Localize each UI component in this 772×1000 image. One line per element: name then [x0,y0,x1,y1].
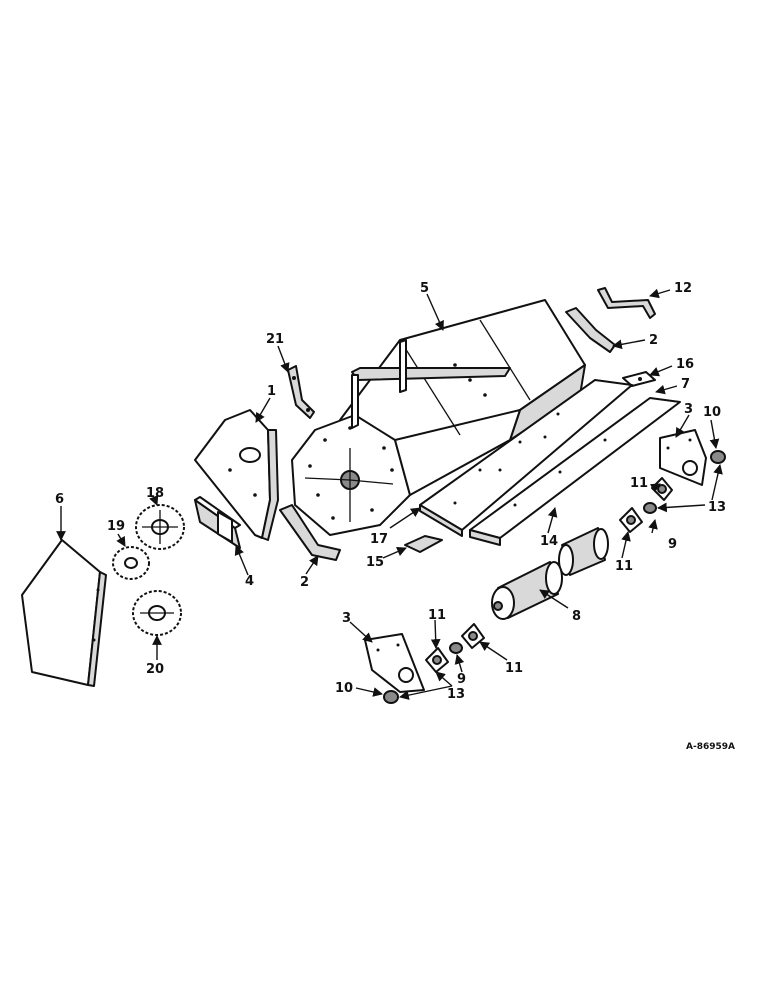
callout-13-left: 13 [447,687,465,702]
callout-21: 21 [266,332,284,347]
part-5-housing [291,299,586,536]
part-10-collar-left [383,690,399,704]
callout-18: 18 [146,486,164,501]
callout-9-right: 9 [668,537,677,552]
callout-2-left: 2 [300,575,309,590]
part-7-strip [469,397,681,546]
callout-7: 7 [681,377,690,392]
part-20-sprocket [132,590,182,636]
part-11-bearing-d [461,623,485,649]
part-1-side-plate [194,409,279,541]
part-2-left-strap [279,504,341,561]
callout-11-d: 11 [505,661,523,676]
callout-11-b: 11 [615,559,633,574]
part-19-sprocket [112,546,150,580]
part-11-bearing-b [619,507,643,533]
part-10-collar-right [710,450,726,464]
callout-1: 1 [267,384,276,399]
part-12-u-bracket [597,287,656,319]
callout-4: 4 [245,574,254,589]
part-21-strap [287,365,315,419]
part-9-bushing-left [449,642,463,654]
callout-14: 14 [540,534,558,549]
callout-8: 8 [572,609,581,624]
callout-11-c: 11 [428,608,446,623]
callout-5: 5 [420,281,429,296]
callout-10-left: 10 [335,681,353,696]
part-16-clip [622,371,656,387]
part-3-plate-left [364,633,425,693]
part-15-plate [404,535,443,553]
callout-15: 15 [366,555,384,570]
drawing-number: A-86959A [686,742,735,752]
part-9-bushing-right [643,502,657,514]
callout-3-left: 3 [342,611,351,626]
callout-3-right: 3 [684,402,693,417]
part-11-bearing-a [651,477,673,501]
callout-labels: 5 12 2 21 16 7 1 3 10 11 13 18 6 19 17 1… [55,281,726,702]
part-4-bracket [194,496,241,549]
part-8-roller-short [558,527,609,576]
part-17-panel [419,379,633,537]
callout-11-a: 11 [630,476,648,491]
callout-17: 17 [370,532,388,547]
part-3-plate-right [659,429,707,486]
callout-16: 16 [676,357,694,372]
part-6-cover [21,539,107,687]
callout-19: 19 [107,519,125,534]
leader-lines [56,288,723,700]
callout-6: 6 [55,492,64,507]
callout-20: 20 [146,662,164,677]
part-11-bearing-c [425,647,449,673]
callout-2-right: 2 [649,333,658,348]
callout-12: 12 [674,281,692,296]
part-18-sprocket [135,504,185,550]
part-8-roller-long [491,561,563,620]
callout-10-right: 10 [703,405,721,420]
callout-13-right: 13 [708,500,726,515]
callout-9-left: 9 [457,672,466,687]
